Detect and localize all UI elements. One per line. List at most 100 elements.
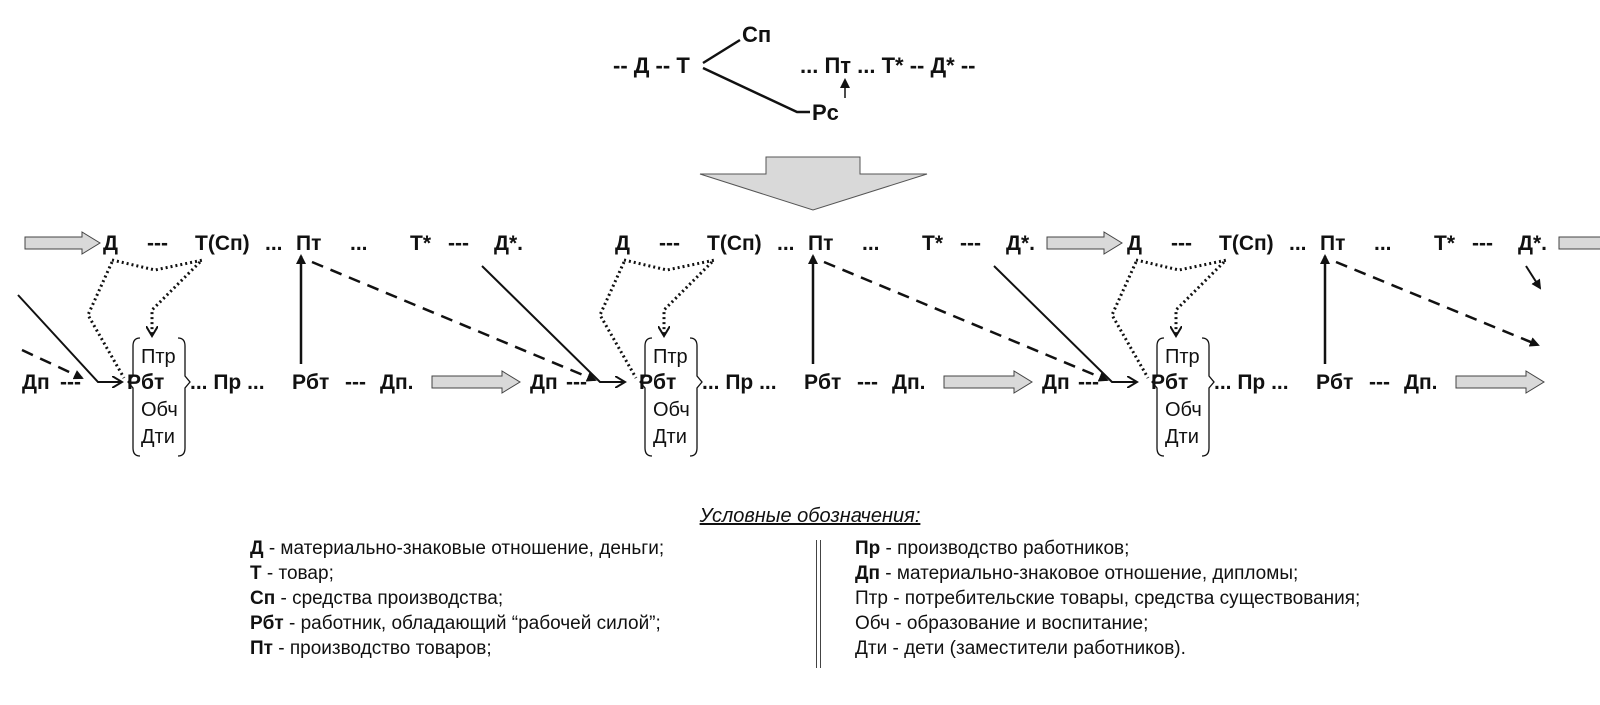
legend-desc: - производство работников; [880,538,1130,559]
input-arrow [1558,236,1600,250]
line-t-rs [702,66,810,114]
legend-term: Пт [250,638,273,659]
cycle-t-sp: Т(Сп) [1219,232,1274,255]
column-obch: Обч [1165,399,1202,421]
cycle-t-star: Т* [922,232,943,255]
cycle-dots: ... [1289,232,1307,255]
column-ptr: Птр [1165,346,1200,368]
dotted-d-rbt [86,261,126,379]
cycle-pt: Пт [808,232,834,255]
legend-desc: Птр - потребительские товары, средства с… [855,588,1361,609]
left-brace [639,337,653,457]
legend-term: Дп [855,563,881,584]
dashed-pt-rbt [823,260,1109,382]
cycle-dash: --- [566,371,587,394]
legend-item: Сп - средства производства; [250,588,503,610]
dashed-incoming [21,348,84,380]
cycle-dash: --- [147,232,168,255]
cycle-dp: Дп [530,371,558,394]
legend-desc: Дти - дети (заместители работников). [855,638,1186,659]
cycle-t-star: Т* [1434,232,1455,255]
output-arrow [1455,370,1545,394]
cycle-dash: --- [345,371,366,394]
cycle-dash: --- [60,371,81,394]
dotted-tsp-ptr [664,260,714,336]
legend-desc: - товар; [261,563,334,584]
legend-item: Д - материально-знаковые отношение, день… [250,538,664,560]
big-down-arrow [699,156,928,211]
column-dti: Дти [1165,426,1199,448]
legend-desc: - средства производства; [275,588,504,609]
cycle-dots: ... [862,232,880,255]
column-dti: Дти [653,426,687,448]
column-dti: Дти [141,426,175,448]
legend-item: Рбт - работник, обладающий “рабочей сило… [250,613,661,635]
right-brace [1201,337,1215,457]
output-arrow [943,370,1033,394]
cycle-d-star: Д*. [1006,232,1035,255]
cycle-d-star: Д*. [1518,232,1547,255]
legend-desc: Обч - образование и воспитание; [855,613,1149,634]
cycle-dash: --- [448,232,469,255]
cycle-dp: Дп [1042,371,1070,394]
solid-dstar-out [1525,265,1542,290]
legend-item: Дп - материально-знаковое отношение, дип… [855,563,1298,585]
cycle-d: Д [1127,232,1142,255]
dotted-tsp-ptr [152,260,202,336]
legend-desc: - материально-знаковые отношение, деньги… [263,538,665,559]
input-arrow [24,231,101,255]
dashed-pt-rbt [311,260,597,382]
column-rbt: Рбт [127,371,165,394]
legend-desc: - производство товаров; [272,638,492,659]
cycle-dash: --- [659,232,680,255]
legend-term: Т [250,563,262,584]
left-brace [1151,337,1165,457]
left-brace [127,337,141,457]
legend-term: Сп [250,588,276,609]
cycle-t-sp: Т(Сп) [195,232,250,255]
input-arrow [1046,231,1123,255]
cycle-pr: ... Пр ... [1214,371,1289,394]
dashed-pt-rbt [1335,260,1540,347]
formula-rs: Рс [812,100,839,125]
dotted-d-tsp [111,258,204,272]
legend-item: Пр - производство работников; [855,538,1129,560]
cycle-d-star: Д*. [494,232,523,255]
cycle-rbt: Рбт [804,371,842,394]
legend-term: Пр [855,538,881,559]
dotted-d-tsp [1135,258,1228,272]
legend-item: Обч - образование и воспитание; [855,613,1148,635]
cycle-dash: --- [960,232,981,255]
legend-desc: - работник, обладающий “рабочей силой”; [283,613,661,634]
cycle-dots: ... [1374,232,1392,255]
solid-dstar-rbt [481,265,625,382]
cycle-pt: Пт [296,232,322,255]
legend-divider [816,540,821,668]
solid-incoming [17,294,122,382]
cycle-dots: ... [265,232,283,255]
cycle-dash: --- [857,371,878,394]
column-rbt: Рбт [639,371,677,394]
cycle-dots: ... [350,232,368,255]
cycle-t-star: Т* [410,232,431,255]
cycle-dp-end: Дп. [380,371,414,394]
dotted-d-rbt [598,261,638,379]
dotted-d-rbt [1110,261,1150,379]
cycle-pt: Пт [1320,232,1346,255]
legend-item: Т - товар; [250,563,334,585]
right-brace [177,337,191,457]
cycle-dash: --- [1472,232,1493,255]
cycle-rbt: Рбт [292,371,330,394]
column-rbt: Рбт [1151,371,1189,394]
solid-dstar-rbt [993,265,1137,382]
legend-item: Птр - потребительские товары, средства с… [855,588,1360,610]
cycle-rbt: Рбт [1316,371,1354,394]
column-ptr: Птр [653,346,688,368]
cycle-dp-end: Дп. [1404,371,1438,394]
output-arrow [431,370,521,394]
cycle-t-sp: Т(Сп) [707,232,762,255]
line-t-sp [702,38,741,65]
legend-desc: - материально-знаковое отношение, диплом… [880,563,1299,584]
